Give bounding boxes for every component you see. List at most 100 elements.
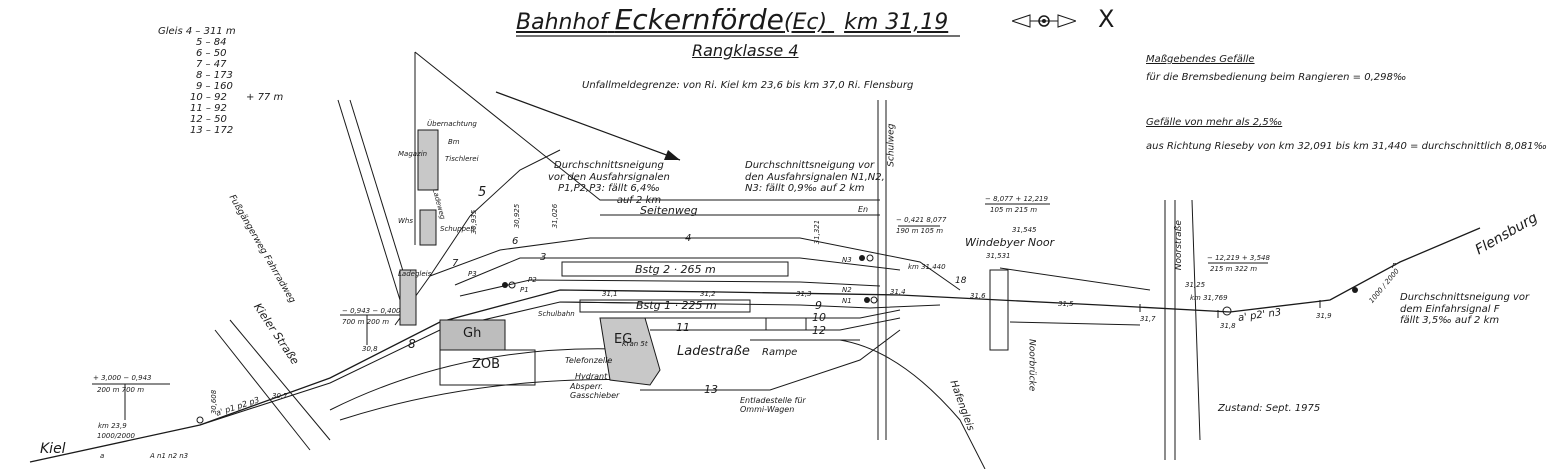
- grade-label: 700 m 200 m: [342, 318, 390, 326]
- kieler-strasse-2: [214, 329, 311, 451]
- ramp: [765, 317, 807, 331]
- track-3: [454, 257, 901, 286]
- label-platform-1: Bstg 1 · 225 m: [636, 299, 717, 312]
- list-item: 7 – 47: [196, 59, 227, 70]
- km-label: 30,925: [513, 203, 522, 229]
- label-entladestelle: Entladestelle für Ommi-Wagen: [740, 396, 806, 415]
- note-f-signal: Durchschnittsneigung vor dem Einfahrsign…: [1400, 292, 1530, 326]
- grade-label: 215 m 322 m: [1210, 265, 1258, 273]
- label-seitenweg: Seitenweg: [640, 204, 698, 217]
- title: Bahnhof Eckernförde(Ec) km 31,19: [516, 3, 948, 36]
- signal-p2: P2: [528, 276, 537, 284]
- gradient-more-text: aus Richtung Rieseby von km 32,091 bis k…: [1146, 141, 1547, 152]
- track-number: 6: [512, 236, 519, 247]
- radius-label: 1000/2000: [97, 432, 135, 440]
- track-number: 4: [685, 233, 692, 244]
- signal-a: a: [100, 452, 105, 460]
- km-label: 31,545: [1012, 226, 1037, 234]
- kieler-strasse-1: [229, 319, 331, 441]
- grade-label: − 0,943 − 0,400: [342, 307, 401, 315]
- grade-label: − 12,219 + 3,548: [1207, 254, 1270, 262]
- list-item: 6 – 50: [196, 48, 227, 59]
- track-13: [640, 329, 901, 391]
- km-label: 30,8: [362, 345, 378, 353]
- label-magazin: Magazin: [398, 150, 428, 158]
- grade-indicator-mid: [340, 314, 400, 345]
- km-label: 31,3: [796, 290, 812, 298]
- grade-label: 105 m 215 m: [990, 206, 1038, 214]
- grade-label: 200 m 700 m: [97, 386, 145, 394]
- track-number: 18: [955, 276, 967, 286]
- signal-p3: P3: [468, 270, 477, 278]
- km-label: 31,25: [1185, 281, 1206, 289]
- label-uebernachtung: Übernachtung: [427, 120, 477, 128]
- label-absperr: Absperr. Gasschieber: [570, 382, 620, 401]
- km-ticks: [1139, 300, 1321, 318]
- hafen-track: [839, 339, 986, 469]
- label-schulbahn: Schulbahn: [538, 310, 575, 318]
- km-label: 31,531: [986, 252, 1011, 260]
- bridge-edge: [999, 267, 1151, 291]
- km-label: 31,1: [602, 290, 618, 298]
- grade-label: 190 m 105 m: [896, 227, 944, 235]
- accident-limit: Unfallmeldegrenze: von Ri. Kiel km 23,6 …: [582, 80, 914, 91]
- track-number: 8: [408, 337, 416, 351]
- label-windebyer-noor: Windebyer Noor: [965, 236, 1055, 249]
- track-length-list: Gleis 4 – 311 m 5 – 84 6 – 50 7 – 47 8 –…: [158, 26, 283, 136]
- grade-indicator-left: [92, 383, 170, 420]
- track-number: 10: [812, 311, 826, 324]
- list-item: 5 – 84: [196, 37, 227, 48]
- km-label: 30,935: [470, 209, 479, 235]
- label-platform-2: Bstg 2 · 265 m: [635, 263, 716, 276]
- noor-road-3: [1191, 199, 1201, 441]
- main-track: [29, 227, 1481, 463]
- list-item: 13 – 172: [190, 125, 234, 136]
- signal-n2: N2: [842, 286, 852, 294]
- label-en: En: [858, 205, 869, 214]
- platform-1: [579, 299, 751, 313]
- track-number: 3: [540, 252, 547, 263]
- cross-mark: X: [1098, 5, 1115, 33]
- title-prefix: Bahnhof: [516, 10, 608, 35]
- km-label: 31,5: [1058, 300, 1074, 308]
- goods-shed: [439, 319, 506, 351]
- gradient-brake: für die Bremsbedienung beim Rangieren = …: [1146, 72, 1407, 83]
- label-ladestrasse: Ladestraße: [677, 344, 750, 359]
- seitenweg-road: [414, 51, 880, 245]
- station-building: [599, 317, 661, 386]
- signal-f: F: [1392, 262, 1397, 270]
- label-bm: Bm: [448, 138, 460, 146]
- list-item: 8 – 173: [196, 70, 233, 81]
- track-2: [459, 279, 881, 297]
- km-label: km 31,769: [1190, 294, 1228, 302]
- label-hydrant: Hydrant: [575, 372, 608, 381]
- label-schulweg: Schulweg: [886, 123, 897, 167]
- label-telefonzelle: Telefonzelle: [565, 356, 613, 365]
- label-ladegleis: Ladegleis: [398, 270, 432, 278]
- station-code: (Ec): [783, 10, 828, 35]
- label-whs: Whs: [398, 217, 414, 225]
- signal-n1: N1: [842, 297, 852, 305]
- label-gh: Gh: [463, 326, 482, 341]
- direction-symbol-icon: [1010, 12, 1078, 30]
- km-label: 31,4: [890, 288, 906, 296]
- label-kran: Kran 5t: [622, 340, 648, 348]
- station-name: Eckernförde: [614, 3, 784, 36]
- grade-label: − 0,421 8,077: [896, 216, 947, 224]
- rank-class: Rangklasse 4: [692, 41, 799, 60]
- grade-label: − 8,077 + 12,219: [985, 195, 1048, 203]
- km-label: 31,2: [700, 290, 716, 298]
- gradient-more-heading: Gefälle von mehr als 2,5‰: [1146, 117, 1283, 128]
- list-item: 10 – 92 + 77 m: [190, 92, 284, 103]
- track-11: [650, 317, 901, 331]
- track-number: 11: [676, 321, 690, 334]
- bus-station: [439, 349, 536, 386]
- label-eg: EG: [614, 332, 633, 347]
- km-label: km 23,9: [98, 422, 127, 430]
- shed-left: [399, 269, 417, 326]
- track-number: 5: [478, 185, 487, 200]
- label-noorstrasse: Noorstraße: [1173, 220, 1184, 271]
- km-label: 31,8: [1220, 322, 1236, 330]
- signal-n3: N3: [842, 256, 852, 264]
